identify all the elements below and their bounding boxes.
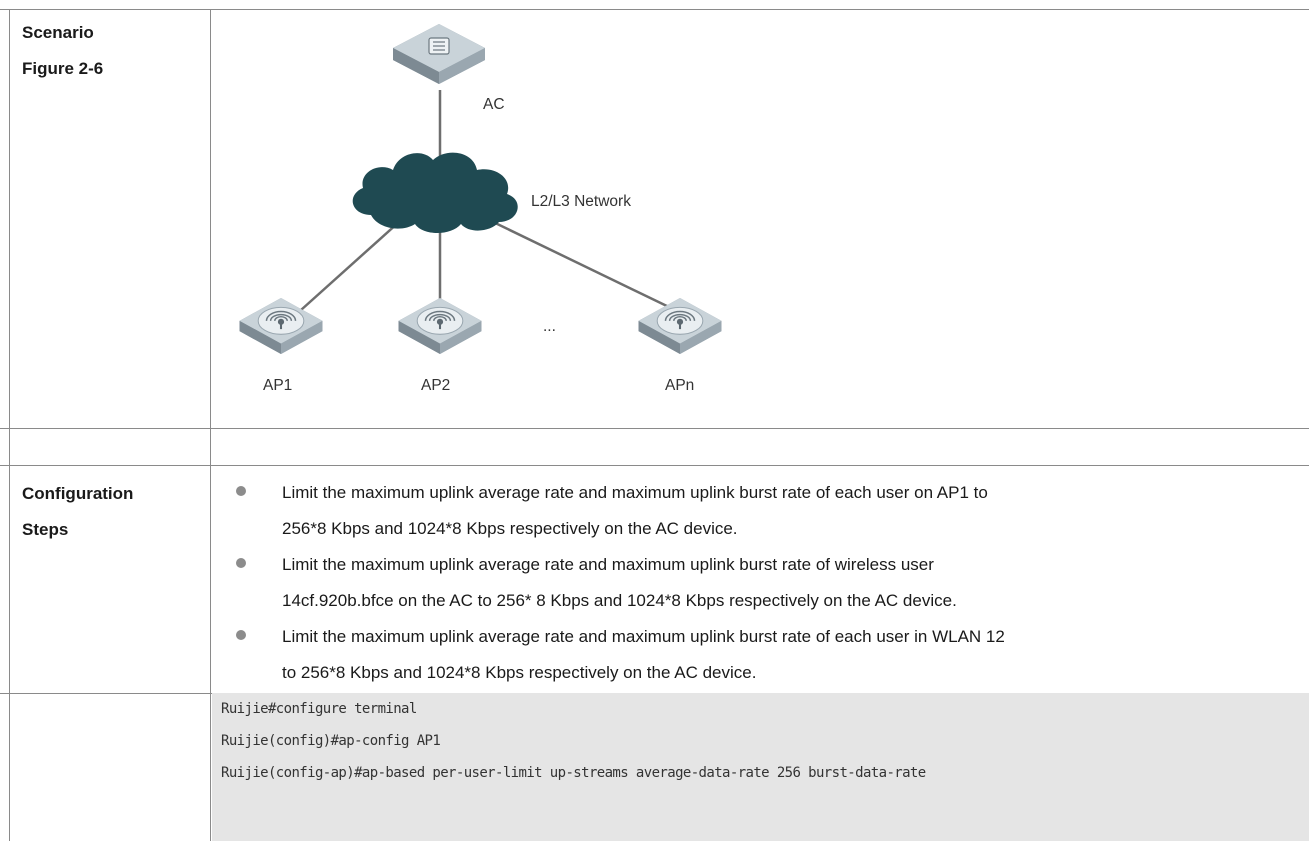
- link-cloud-ap1: [300, 221, 400, 311]
- code-line: Ruijie(config-ap)#ap-based per-user-limi…: [221, 765, 926, 781]
- bullet-icon: [236, 630, 246, 640]
- ap2-label: AP2: [421, 377, 451, 394]
- ap2-device-icon: [398, 298, 482, 354]
- step-text-line: to 256*8 Kbps and 1024*8 Kbps respective…: [282, 663, 757, 682]
- ap1-label: AP1: [263, 377, 293, 394]
- scenario-label: Scenario: [22, 23, 94, 42]
- configuration-steps-list: Limit the maximum uplink average rate an…: [211, 475, 1309, 691]
- code-line: Ruijie(config)#ap-config AP1: [221, 733, 441, 749]
- network-topology-diagram: AC L2/L3 Network ... AP1 AP2 APn: [211, 10, 1309, 428]
- link-cloud-apn: [488, 218, 672, 310]
- figure-label: Figure 2-6: [22, 59, 104, 78]
- apn-device-icon: [638, 298, 722, 354]
- apn-label: APn: [665, 377, 695, 394]
- configuration-steps-label-line1: Configuration: [22, 484, 134, 503]
- configuration-steps-label-line2: Steps: [22, 520, 69, 539]
- list-item: Limit the maximum uplink average rate an…: [211, 547, 1309, 619]
- ac-switch-icon: [393, 24, 485, 84]
- row-divider: [0, 465, 1309, 466]
- table-top-border: [0, 9, 1309, 10]
- bullet-icon: [236, 558, 246, 568]
- column-divider: [210, 9, 211, 841]
- list-item: Limit the maximum uplink average rate an…: [211, 475, 1309, 547]
- network-cloud-icon: [352, 152, 518, 233]
- list-item: Limit the maximum uplink average rate an…: [211, 619, 1309, 691]
- ap1-device-icon: [239, 298, 323, 354]
- cli-code-block: Ruijie#configure terminal Ruijie(config)…: [212, 693, 1309, 841]
- ellipsis-label: ...: [543, 318, 556, 335]
- step-text-line: Limit the maximum uplink average rate an…: [282, 483, 988, 502]
- code-line: Ruijie#configure terminal: [221, 701, 417, 717]
- row-divider: [0, 428, 1309, 429]
- topology-svg: [239, 24, 722, 354]
- network-label: L2/L3 Network: [531, 193, 631, 210]
- step-text-line: Limit the maximum uplink average rate an…: [282, 555, 934, 574]
- step-text-line: 14cf.920b.bfce on the AC to 256* 8 Kbps …: [282, 591, 957, 610]
- step-text-line: 256*8 Kbps and 1024*8 Kbps respectively …: [282, 519, 738, 538]
- ac-label: AC: [483, 96, 505, 113]
- table-left-border: [9, 9, 10, 841]
- bullet-icon: [236, 486, 246, 496]
- step-text-line: Limit the maximum uplink average rate an…: [282, 627, 1005, 646]
